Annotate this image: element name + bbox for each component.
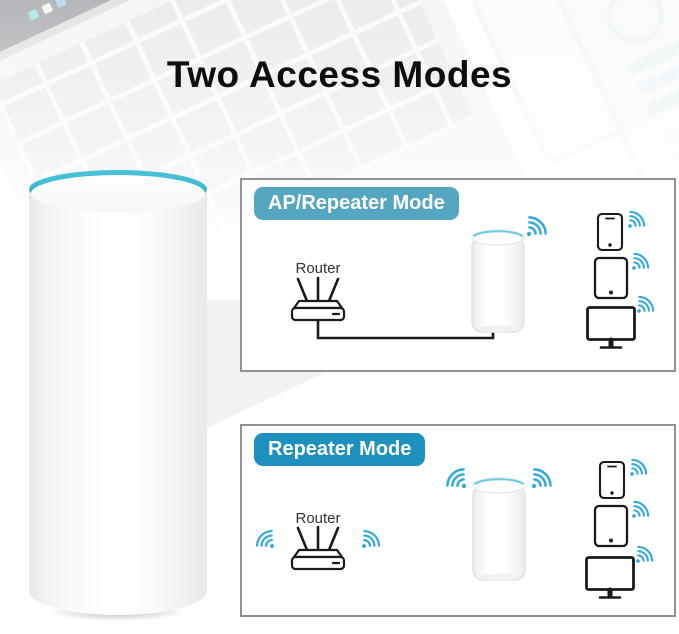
ethernet-cable bbox=[316, 321, 495, 340]
wifi-icon bbox=[442, 464, 475, 497]
tablet-icon bbox=[593, 504, 629, 548]
extender-icon bbox=[472, 477, 526, 582]
wifi-icon bbox=[253, 527, 282, 556]
smartphone-icon bbox=[598, 460, 626, 500]
client-devices bbox=[588, 208, 657, 348]
monitor-icon bbox=[587, 558, 634, 598]
smartphone-icon bbox=[596, 212, 624, 252]
wifi-icon bbox=[624, 498, 652, 526]
page-title: Two Access Modes bbox=[166, 54, 513, 95]
ap-repeater-mode-diagram: Router bbox=[290, 208, 657, 370]
ap-repeater-mode-badge: AP/Repeater Mode bbox=[254, 187, 459, 220]
tablet-icon bbox=[593, 256, 629, 300]
repeater-mode-panel: Repeater Mode Router bbox=[240, 424, 676, 617]
router-icon bbox=[290, 525, 346, 571]
extender-icon bbox=[471, 229, 525, 334]
product-cylinder-body bbox=[29, 190, 207, 615]
router-label: Router bbox=[295, 510, 340, 527]
router-icon bbox=[290, 276, 346, 322]
wifi-icon bbox=[620, 208, 648, 236]
wifi-icon bbox=[523, 464, 556, 497]
monitor-icon bbox=[588, 308, 635, 348]
product-top-cap bbox=[31, 175, 205, 212]
wifi-icon bbox=[624, 250, 652, 278]
wifi-icon bbox=[622, 456, 650, 484]
client-devices bbox=[587, 456, 656, 598]
wifi-icon bbox=[354, 527, 383, 556]
router-label: Router bbox=[295, 260, 340, 277]
repeater-mode-diagram: Router bbox=[253, 456, 656, 615]
repeater-mode-badge: Repeater Mode bbox=[254, 433, 426, 466]
wifi-extender-product-photo bbox=[21, 170, 215, 625]
ap-repeater-mode-panel: AP/Repeater Mode Router bbox=[240, 178, 676, 372]
